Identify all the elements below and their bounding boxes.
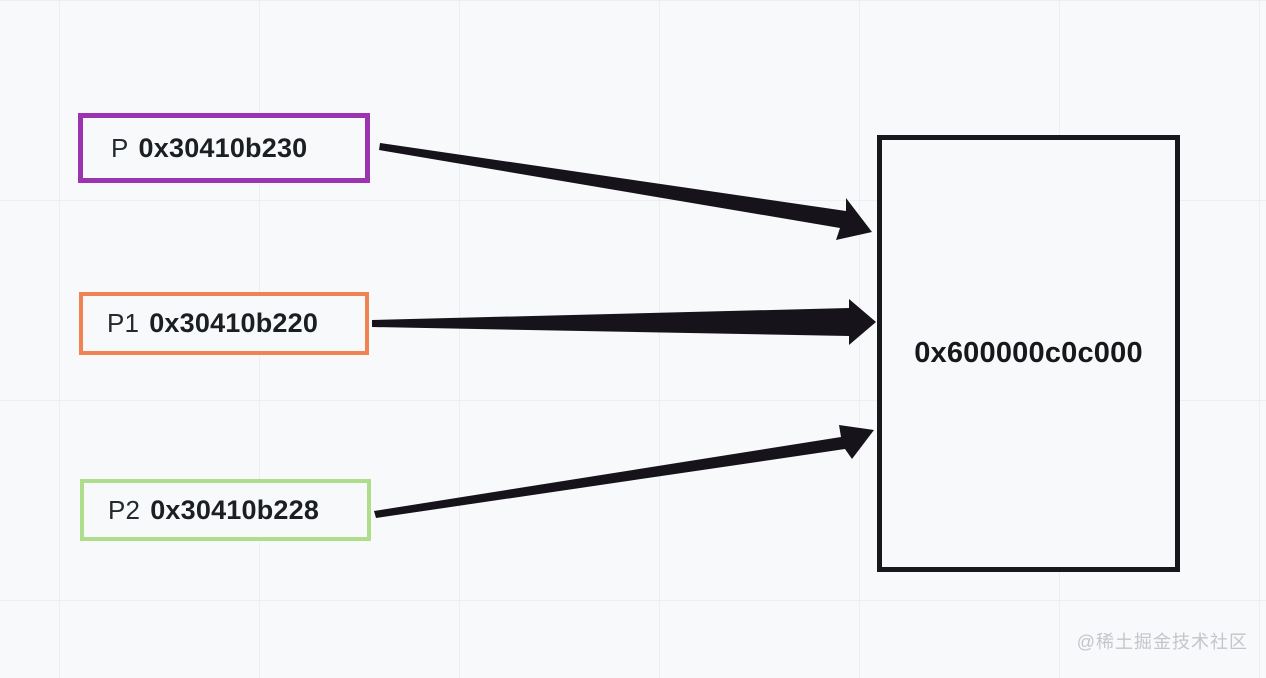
arrow-p2-icon [374, 425, 874, 518]
arrow-p-icon [379, 143, 872, 240]
pointer-label-p1: P1 [107, 308, 140, 338]
pointer-box-p2[interactable]: P2 0x30410b228 [80, 479, 371, 541]
pointer-label-p2: P2 [108, 494, 141, 525]
pointer-label-p: P [111, 132, 129, 163]
pointer-address-p1: 0x30410b220 [149, 308, 319, 338]
pointer-box-p[interactable]: P 0x30410b230 [78, 113, 370, 183]
memory-address-label: 0x600000c0c000 [914, 337, 1143, 369]
memory-block[interactable]: 0x600000c0c000 [877, 135, 1180, 572]
pointer-address-p: 0x30410b230 [138, 132, 308, 163]
pointer-box-p1[interactable]: P1 0x30410b220 [79, 292, 369, 355]
watermark: @稀土掘金技术社区 [1076, 632, 1248, 652]
pointer-address-p2: 0x30410b228 [150, 494, 320, 525]
arrow-p1-icon [372, 299, 876, 345]
